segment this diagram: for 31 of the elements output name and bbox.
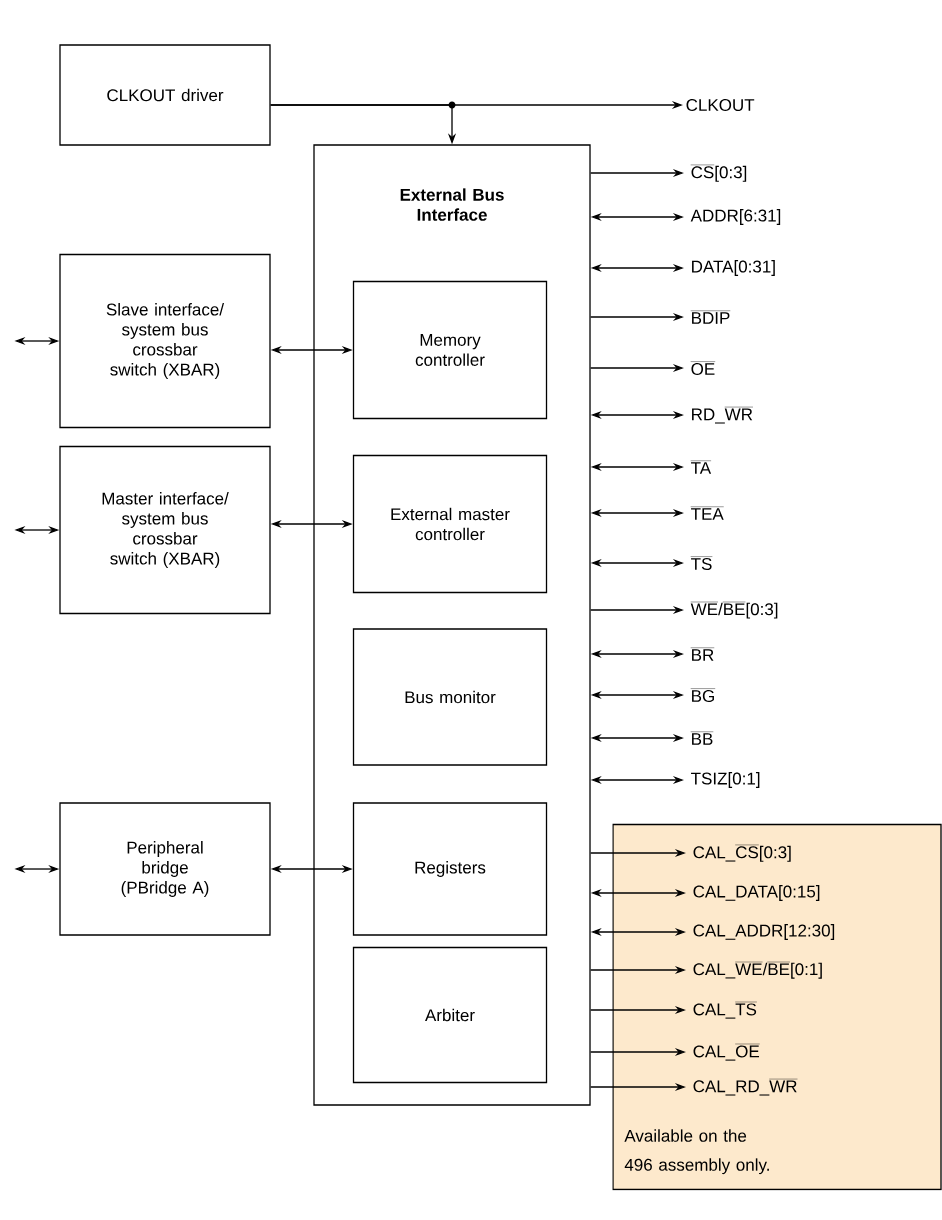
signal-label: $\overline{\textrm{TEA}}$ bbox=[690, 506, 724, 520]
block-box: Master interface/ system bus crossbar switch (XBAR) bbox=[59, 445, 271, 615]
signal-label: ADDR[6:31] bbox=[690, 209, 781, 225]
signal-label: $\overline{\textrm{BDIP}}$ bbox=[690, 310, 731, 324]
block-box: External master controller bbox=[352, 454, 548, 594]
signal-label: $\overline{\textrm{TA}}$ bbox=[690, 460, 712, 474]
signal-label: CAL_ADDR[12:30] bbox=[693, 924, 835, 940]
signal-label: $\overline{\textrm{BG}}$ bbox=[690, 688, 716, 703]
block-box: Registers bbox=[352, 802, 548, 936]
signal-label: $\overline{\textrm{BB}}$ bbox=[690, 731, 714, 745]
signal-label: CLKOUT bbox=[686, 99, 755, 111]
signal-label: $\overline{\textrm{WE}}\textrm{/}\overline{\textrm{BE}}\textrm{[0:3]}$ bbox=[690, 602, 778, 619]
block-box: Arbiter bbox=[352, 946, 548, 1084]
signal-label: $\textrm{CAL\_RD\_}\overline{\textrm{WR}}$ bbox=[693, 1079, 798, 1096]
block-box: Bus monitor bbox=[352, 628, 548, 766]
signal-label: $\overline{\textrm{CS}}\textrm{[0:3]}$ bbox=[690, 164, 747, 182]
signal-label: $\textrm{RD\_}\overline{\textrm{WR}}$ bbox=[692, 407, 753, 424]
signal-label: $\textrm{CAL\_}\overline{\textrm{WE}}\textrm{/}\overline{\textrm{BE}}\textrm{[0:1]}$ bbox=[693, 962, 822, 979]
signal-label: $\textrm{CAL\_}\overline{\textrm{OE}}$ bbox=[693, 1044, 760, 1061]
block-box: Slave interface/ system bus crossbar switch (XBAR) bbox=[59, 253, 271, 429]
block-box: Memory controller bbox=[352, 280, 548, 420]
signal-label: $\textrm{CAL\_}\overline{\textrm{TS}}$ bbox=[693, 1002, 757, 1019]
signal-label: TSIZ[0:1] bbox=[691, 772, 760, 788]
signal-label: $\textrm{CAL\_}\overline{\textrm{CS}}\textrm{[0:3]}$ bbox=[693, 844, 791, 862]
signal-label: $\overline{\textrm{BR}}$ bbox=[690, 647, 715, 661]
signal-label: $\overline{\textrm{TS}}$ bbox=[690, 556, 713, 571]
signal-label: DATA[0:31] bbox=[692, 260, 775, 276]
block-box: CLKOUT driver bbox=[59, 44, 271, 146]
signal-label: CAL_DATA[0:15] bbox=[693, 885, 820, 901]
block-box: Peripheral bridge (PBridge A) bbox=[59, 802, 271, 936]
signal-label: $\overline{\textrm{OE}}$ bbox=[690, 361, 716, 376]
